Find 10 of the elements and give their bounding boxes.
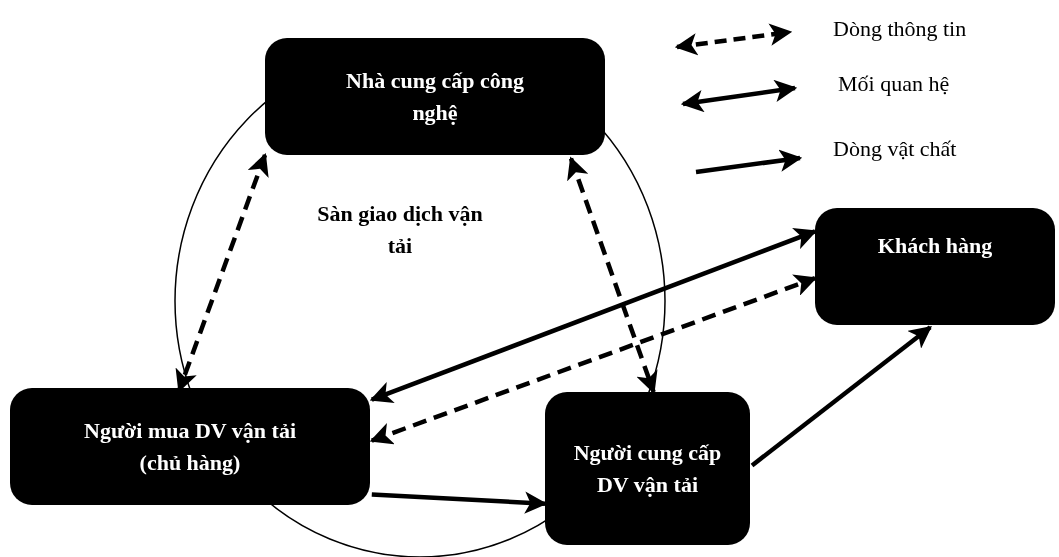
arrow — [567, 156, 658, 395]
exchange-label: Sàn giao dịch vận tải — [315, 198, 485, 262]
legend-label: Dòng vật chất — [833, 136, 957, 162]
actor-box: Nhà cung cấp công nghệ — [265, 38, 605, 155]
arrow — [750, 325, 932, 468]
legend-label: Mối quan hệ — [838, 71, 950, 97]
actor-box: Người mua DV vận tải (chủ hàng) — [10, 388, 370, 505]
actor-box: Người cung cấp DV vận tải — [545, 392, 750, 545]
actor-box: Khách hàng — [815, 208, 1055, 325]
legend-label: Dòng thông tin — [833, 16, 967, 42]
